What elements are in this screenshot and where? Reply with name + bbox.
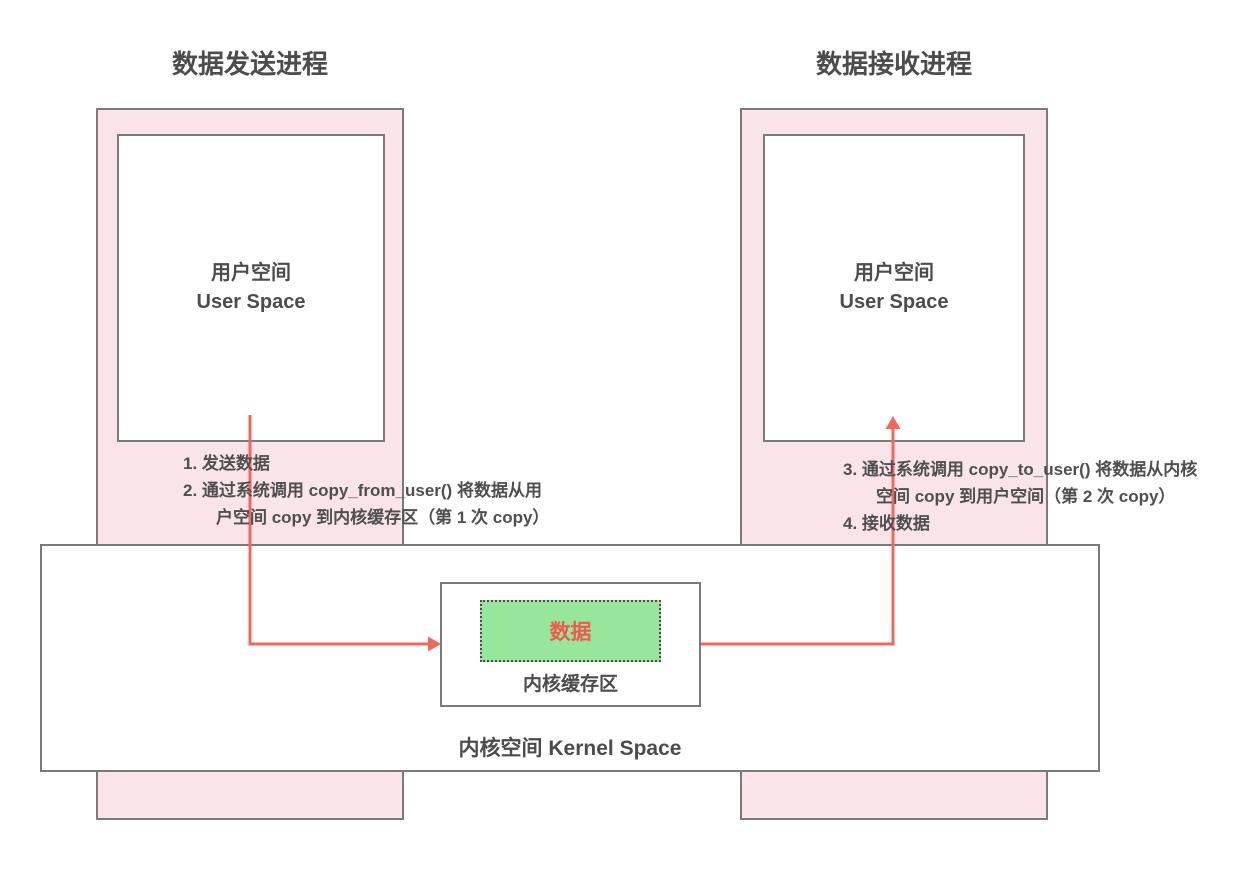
annotation-line: 1. 发送数据 <box>183 454 270 473</box>
receiver-user-space-label-en: User Space <box>839 291 949 313</box>
annotation-line: 3. 通过系统调用 copy_to_user() 将数据从内核 <box>843 460 1198 479</box>
data-box: 数据 <box>480 600 661 662</box>
receiver-process-title: 数据接收进程 <box>815 49 972 79</box>
sender-user-space-label-en: User Space <box>196 291 306 313</box>
annotation-line: 2. 通过系统调用 copy_from_user() 将数据从用 <box>183 481 542 500</box>
data-label: 数据 <box>549 621 592 644</box>
receiver-user-space-label-zh: 用户空间 <box>854 262 934 284</box>
kernel-space-label: 内核空间 Kernel Space <box>458 737 682 760</box>
send-annotation: 1. 发送数据 2. 通过系统调用 copy_from_user() 将数据从用… <box>183 450 549 531</box>
receive-annotation: 3. 通过系统调用 copy_to_user() 将数据从内核 空间 copy … <box>843 456 1197 537</box>
kernel-buffer-box: 数据 内核缓存区 <box>440 582 701 707</box>
annotation-line: 空间 copy 到用户空间（第 2 次 copy） <box>876 487 1176 506</box>
annotation-line: 户空间 copy 到内核缓存区（第 1 次 copy） <box>216 508 550 527</box>
kernel-buffer-label: 内核缓存区 <box>522 674 618 695</box>
sender-user-space-label-zh: 用户空间 <box>211 262 291 284</box>
sender-user-space-box: 用户空间 User Space <box>117 134 385 442</box>
sender-process-title: 数据发送进程 <box>171 49 328 79</box>
receiver-user-space-box: 用户空间 User Space <box>763 134 1025 442</box>
annotation-line: 4. 接收数据 <box>843 514 930 533</box>
